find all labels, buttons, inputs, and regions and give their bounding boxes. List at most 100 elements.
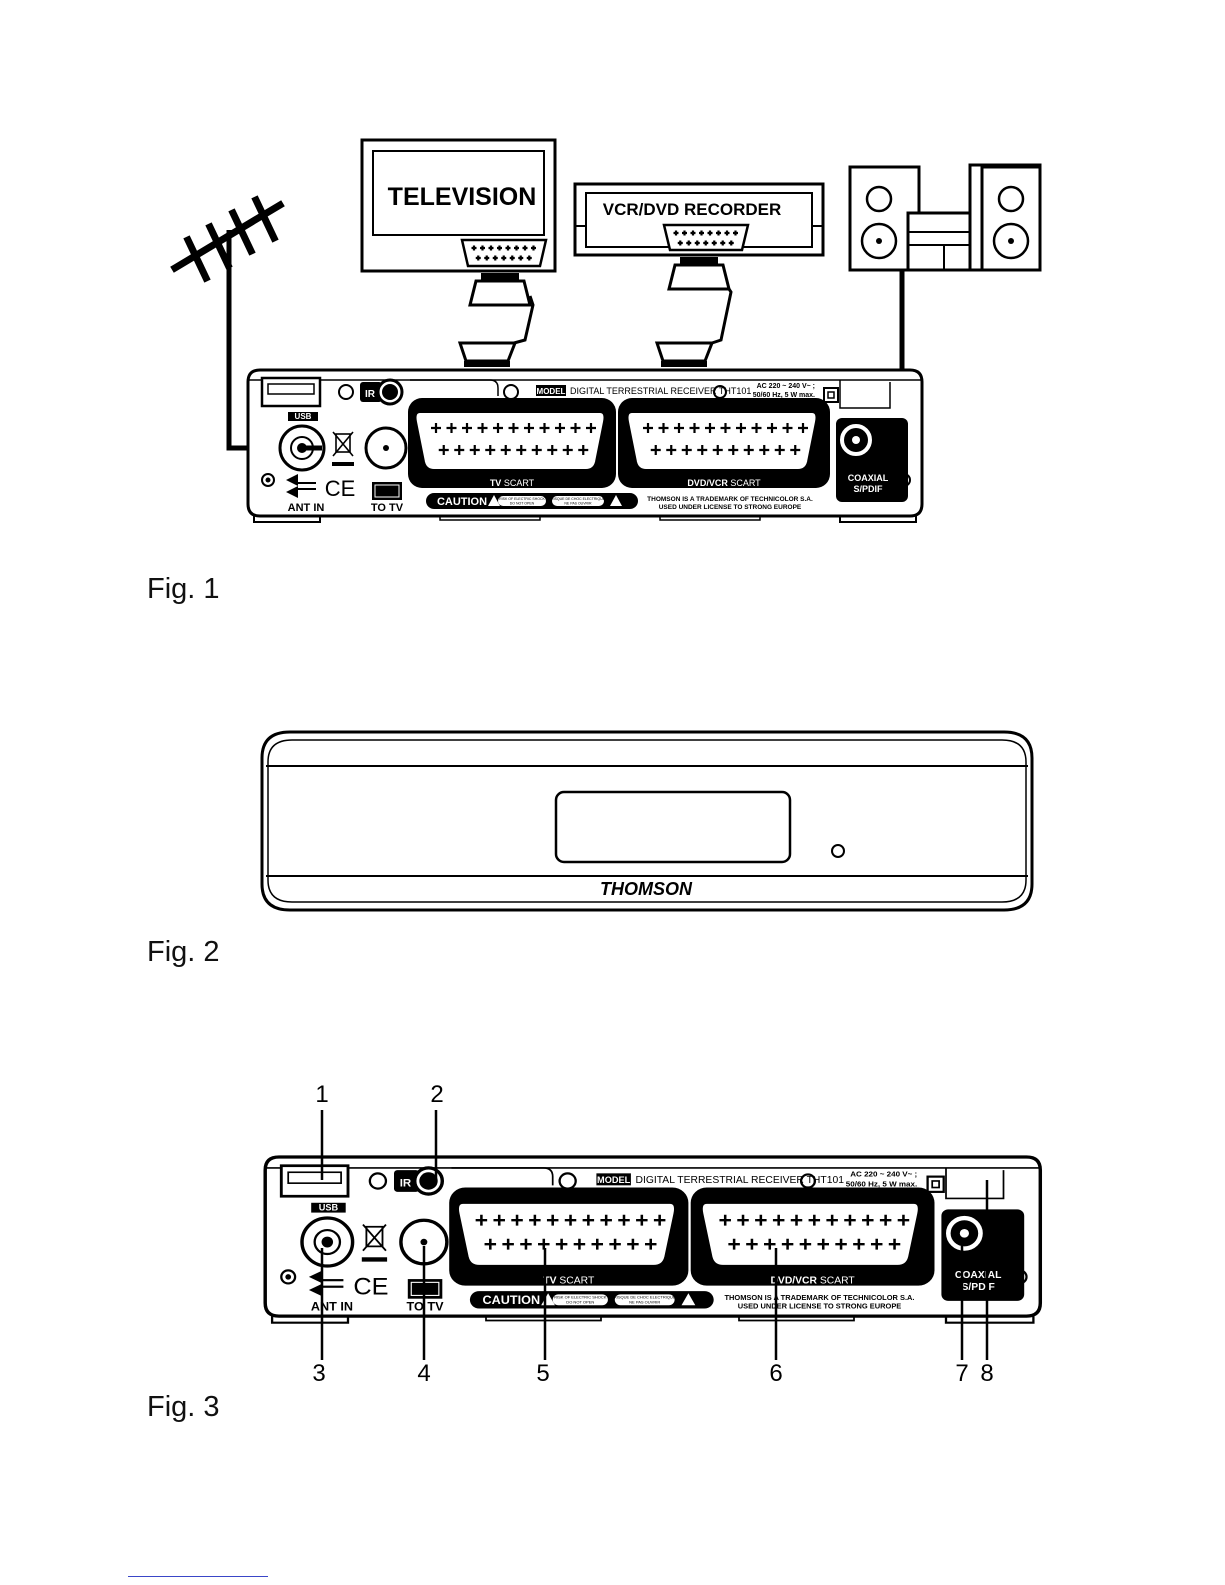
scart-pin [518,255,524,261]
scart-pin [524,423,534,433]
scart-pin [531,445,542,455]
scart-pin [469,445,480,455]
front-brand-logo: THOMSON [600,879,693,899]
scart-pin [759,445,770,455]
svg-text:CE: CE [353,1274,388,1300]
scart-pin [650,445,661,455]
scart-pin [505,245,511,251]
scart-pin [751,423,762,433]
scart-pin [774,445,785,455]
caption-fig-2: Fig. 2 [147,936,220,968]
svg-text:USED UNDER LICENSE TO STRONG E: USED UNDER LICENSE TO STRONG EUROPE [659,504,802,511]
svg-text:MODEL: MODEL [537,387,566,396]
svg-text:MODEL: MODEL [597,1175,631,1185]
svg-text:RISK OF ELECTRIC SHOCK: RISK OF ELECTRIC SHOCK [499,497,545,501]
callout-1: 1 [315,1081,328,1108]
svg-text:DVD/VCR SCART: DVD/VCR SCART [687,478,761,488]
scart-pin [636,1214,648,1226]
scart-pin [493,423,503,433]
callout-3: 3 [312,1360,325,1387]
scart-pin [844,1214,856,1226]
scart-pin [743,445,754,455]
svg-text:AC 220 ~ 240 V~ ;: AC 220 ~ 240 V~ ; [850,1170,917,1179]
scart-pin [681,445,692,455]
svg-text:ANT IN: ANT IN [288,502,325,514]
scart-pin [677,240,683,246]
callout-7: 7 [955,1360,968,1387]
tv-scart-cable [457,273,535,367]
scart-pin [682,230,687,236]
scart-pin [817,1238,829,1250]
svg-text:IR: IR [400,1178,411,1190]
scart-pin [454,445,465,455]
svg-text:IR: IR [365,389,376,400]
callout-5: 5 [536,1360,549,1387]
scart-pin [724,230,730,236]
svg-text:ANT IN: ANT IN [311,1300,353,1314]
scart-pin [767,423,777,433]
scart-pin [493,1214,505,1226]
scart-pin [502,1238,514,1250]
scart-pin [475,1214,488,1226]
scart-pin [546,1214,559,1226]
scart-pin [431,423,441,433]
svg-text:CAUTION: CAUTION [483,1293,541,1307]
vcr-scart-cable [654,257,733,367]
scart-pin [712,445,723,455]
svg-text:50/60 Hz, 5 W max.: 50/60 Hz, 5 W max. [753,392,815,399]
scart-pin [475,255,481,261]
scart-pin [808,1214,821,1226]
scart-pin [547,445,558,455]
scart-pin [562,445,573,455]
scart-pin [497,245,502,251]
scart-pin [862,1214,874,1226]
scart-pin [728,445,739,455]
scart-pin [529,1214,541,1226]
scart-pin [539,423,550,433]
svg-text:S/PDIF: S/PDIF [853,484,883,494]
scart-pin [508,423,519,433]
scart-pin [673,230,679,236]
svg-text:THOMSON IS A TRADEMARK OF TECH: THOMSON IS A TRADEMARK OF TECHNICOLOR S.… [724,1293,914,1302]
scart-pin [764,1238,776,1250]
scart-pin [694,240,700,246]
footer-rule [128,1576,268,1577]
svg-text:TV SCART: TV SCART [543,1276,594,1287]
television-label: TELEVISION [388,183,537,211]
scart-pin [471,245,477,251]
vcr-scart-pins [673,230,738,246]
scart-pin [526,255,532,261]
scart-pin [736,423,746,433]
scart-pin [488,245,494,251]
scart-pin [555,1238,568,1250]
svg-text:DIGITAL TERRESTRIAL RECEIVER T: DIGITAL TERRESTRIAL RECEIVER THT101 [636,1175,845,1186]
scart-pin [586,423,596,433]
svg-text:S/PDIF: S/PDIF [962,1282,995,1293]
svg-text:DO NOT OPEN: DO NOT OPEN [510,502,535,506]
scart-pin [755,1214,767,1226]
scart-pin [781,1238,794,1250]
scart-pin [438,445,449,455]
svg-text:AC 220 ~ 240 V~ ;: AC 220 ~ 240 V~ ; [757,383,815,390]
svg-text:RISQUE DE CHOC ELECTRIQUE: RISQUE DE CHOC ELECTRIQUE [551,497,606,501]
svg-text:COAXIAL: COAXIAL [955,1270,1002,1281]
scart-pin [790,1214,803,1226]
scart-pin [879,1214,892,1226]
svg-text:TO TV: TO TV [407,1300,445,1314]
scart-pin [799,1238,812,1250]
scart-pin [501,255,507,261]
scart-pin [853,1238,865,1250]
front-ir-sensor [831,844,845,858]
figure-3: IR USB MODEL DIGITAL TERRESTRIAL RECEIVE… [263,1081,1043,1387]
scart-pin [555,423,565,433]
scart-pin [564,1214,577,1226]
caption-fig-1: Fig. 1 [147,573,220,605]
scart-pin [570,423,581,433]
scart-pin [689,423,700,433]
scart-pin [514,245,519,251]
scart-pin [644,1238,657,1250]
scart-pin [711,240,717,246]
scart-pin [719,1214,731,1226]
scart-pin [720,423,731,433]
